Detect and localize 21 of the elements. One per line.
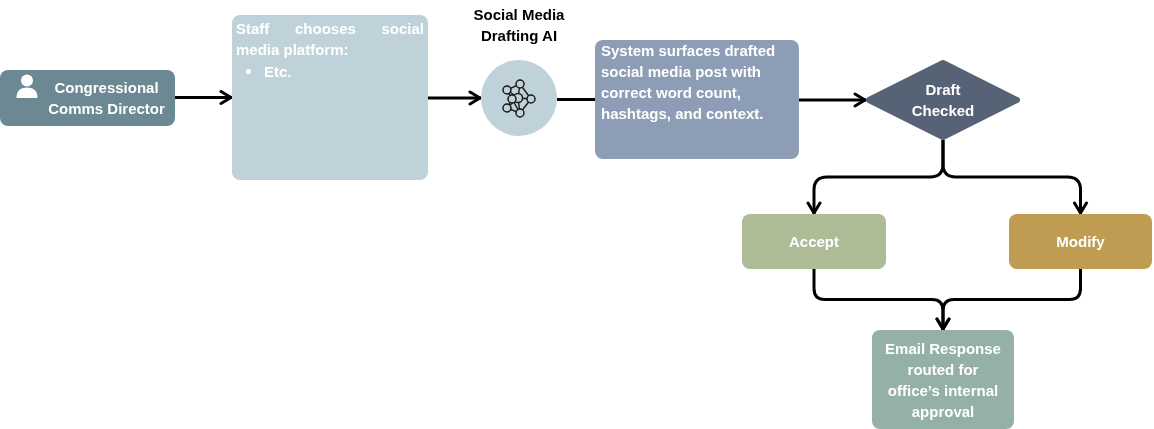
node-heading: Social Media Drafting AI: [472, 5, 566, 46]
node-label: Accept: [789, 232, 839, 252]
list-item: Etc.: [264, 61, 292, 82]
process-box: [742, 214, 886, 269]
process-box: [872, 330, 1014, 429]
node-label: Congressional Comms Director: [47, 78, 166, 119]
process-box: [1009, 214, 1152, 269]
node-label: System surfaces drafted social media post with correct word count, hashtags, and context.: [601, 41, 777, 124]
arrow: [935, 269, 1082, 331]
role-box: [0, 70, 175, 126]
node-label: Email Response routed for office’s internal approval: [884, 338, 1002, 422]
node-label: Modify: [1056, 232, 1105, 252]
arrow: [175, 90, 233, 105]
node-label: Draft Checked: [910, 80, 976, 121]
step-text: Staff chooses social media platform:: [236, 19, 424, 60]
arrow: [941, 140, 1088, 215]
connector-line: [557, 98, 595, 101]
arrow: [428, 90, 482, 106]
process-box: [595, 40, 799, 159]
arrow: [799, 92, 867, 108]
process-box: [232, 15, 428, 180]
